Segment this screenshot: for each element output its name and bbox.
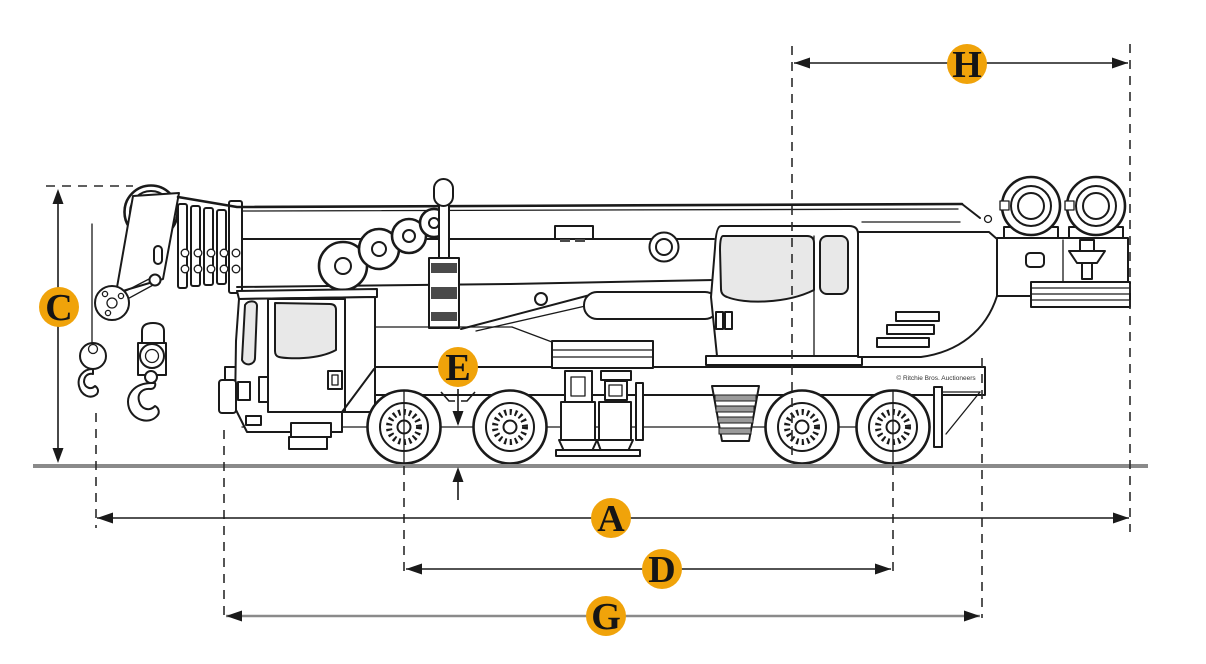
cab-step: [290, 422, 332, 438]
badge-letter-c: C: [45, 287, 72, 329]
arrowhead-up-icon: [452, 467, 464, 482]
wheel-1: [366, 389, 442, 465]
headlight: [237, 381, 251, 401]
winch-drums: [999, 175, 1127, 239]
superstructure-tail: [857, 231, 1131, 358]
badge-circle: [438, 347, 478, 387]
boom-head-pulley: [94, 273, 162, 321]
door-handle: [327, 370, 343, 390]
dimension-e: [440, 389, 476, 500]
badge-letter-g: G: [591, 596, 621, 638]
arrowhead-left-icon: [406, 563, 422, 575]
exhaust-stack: [428, 178, 460, 329]
telescopic-collars: [177, 200, 243, 294]
badge-circle: [591, 498, 631, 538]
operator-rear-window: [819, 235, 849, 295]
wheel-4: [855, 389, 931, 465]
svg-text:G: G: [591, 596, 621, 638]
boom-bracket: [554, 225, 594, 240]
fender-edge: [341, 368, 375, 413]
rear-outrigger-ladder: [711, 385, 760, 442]
hook-block-main: [127, 322, 167, 422]
dimension-badge-h: H: [947, 44, 987, 86]
rear-bracket: [933, 386, 981, 448]
dimension-badge-d: D: [642, 549, 682, 591]
small-hook: [77, 368, 100, 398]
counterweight-plates: [1030, 281, 1131, 308]
svg-text:D: D: [648, 549, 675, 591]
arrowhead-down-icon: [452, 411, 464, 426]
door-window: [274, 302, 337, 360]
wheel-3: [764, 389, 840, 465]
boom-nose-plate: [115, 192, 180, 294]
main-hook: [127, 382, 160, 422]
boom: [176, 195, 993, 288]
boom-ring: [648, 231, 680, 263]
badge-letter-a: A: [597, 498, 625, 540]
svg-text:E: E: [445, 347, 470, 389]
badge-letter-d: D: [648, 549, 675, 591]
luffing-cylinder: [460, 291, 719, 332]
clearance-bracket: [440, 391, 476, 402]
dimension-badge-g: G: [586, 596, 626, 638]
arrowhead-down-icon: [52, 448, 64, 463]
dimension-badge-e: E: [438, 347, 478, 389]
arrowhead-right-icon: [875, 563, 891, 575]
dimension-badge-c: C: [39, 287, 79, 329]
cab-door: [267, 298, 346, 413]
badge-letter-e: E: [445, 347, 470, 389]
operator-cab: [705, 225, 863, 366]
carrier-cab: [218, 288, 378, 450]
operator-front-window: [719, 235, 815, 303]
arrowhead-right-icon: [1113, 512, 1129, 524]
copyright-text: © Ritchie Bros. Auctioneers: [896, 374, 976, 382]
wheels: [366, 389, 931, 465]
arrowhead-left-icon: [794, 57, 810, 69]
outrigger-beam-box: [551, 340, 654, 369]
tail-pedestal: [1068, 239, 1106, 280]
arrowhead-right-icon: [1112, 57, 1128, 69]
boom-rollers: [317, 207, 450, 292]
operator-door-handle: [715, 311, 724, 330]
arrowhead-right-icon: [964, 610, 980, 622]
operator-cab-base: [705, 355, 863, 366]
hook-block-small: [77, 342, 107, 398]
svg-text:H: H: [952, 44, 982, 86]
badge-circle: [947, 44, 987, 84]
badge-letter-h: H: [952, 44, 982, 86]
front-outriggers: [555, 370, 644, 457]
badge-circle: [642, 549, 682, 589]
svg-text:C: C: [45, 287, 72, 329]
front-bumper: [218, 379, 237, 414]
arrowhead-left-icon: [97, 512, 113, 524]
arrowhead-up-icon: [52, 189, 64, 204]
dimension-badge-a: A: [591, 498, 631, 540]
svg-text:A: A: [597, 498, 625, 540]
crane-illustration: © Ritchie Bros. Auctioneers: [77, 175, 1131, 465]
tail-steps: [895, 311, 940, 322]
collar-bolts: [180, 248, 241, 274]
badge-circle: [586, 596, 626, 636]
winch-drum-left: [999, 175, 1062, 239]
wheel-2: [472, 389, 548, 465]
winch-drum-right: [1064, 175, 1127, 239]
badge-circle: [39, 287, 79, 327]
arrowhead-left-icon: [226, 610, 242, 622]
dimension-badges: C H E A D G: [39, 44, 987, 638]
windshield: [241, 300, 258, 366]
construction-lines: [46, 44, 1131, 618]
